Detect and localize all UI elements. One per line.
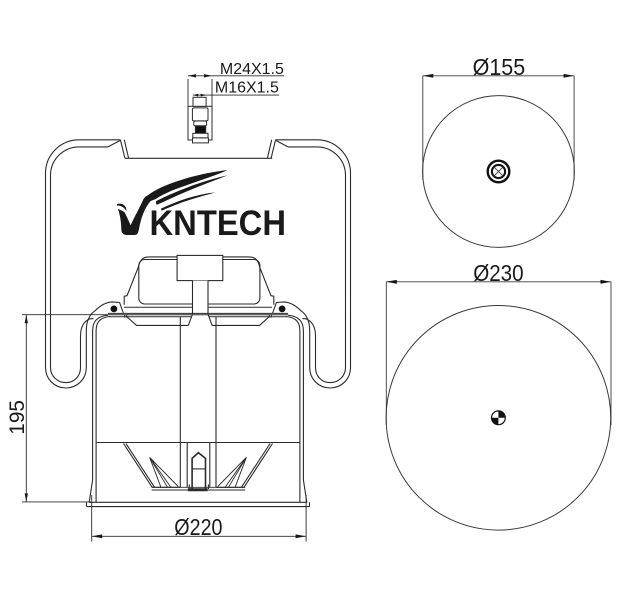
svg-text:Ø155: Ø155 <box>473 54 526 80</box>
svg-text:M24X1.5: M24X1.5 <box>220 61 284 78</box>
svg-text:Ø230: Ø230 <box>473 260 523 286</box>
svg-text:195: 195 <box>6 400 29 435</box>
svg-text:M16X1.5: M16X1.5 <box>215 79 279 96</box>
svg-text:Ø220: Ø220 <box>174 514 222 540</box>
svg-text:KNTECH: KNTECH <box>150 204 287 243</box>
